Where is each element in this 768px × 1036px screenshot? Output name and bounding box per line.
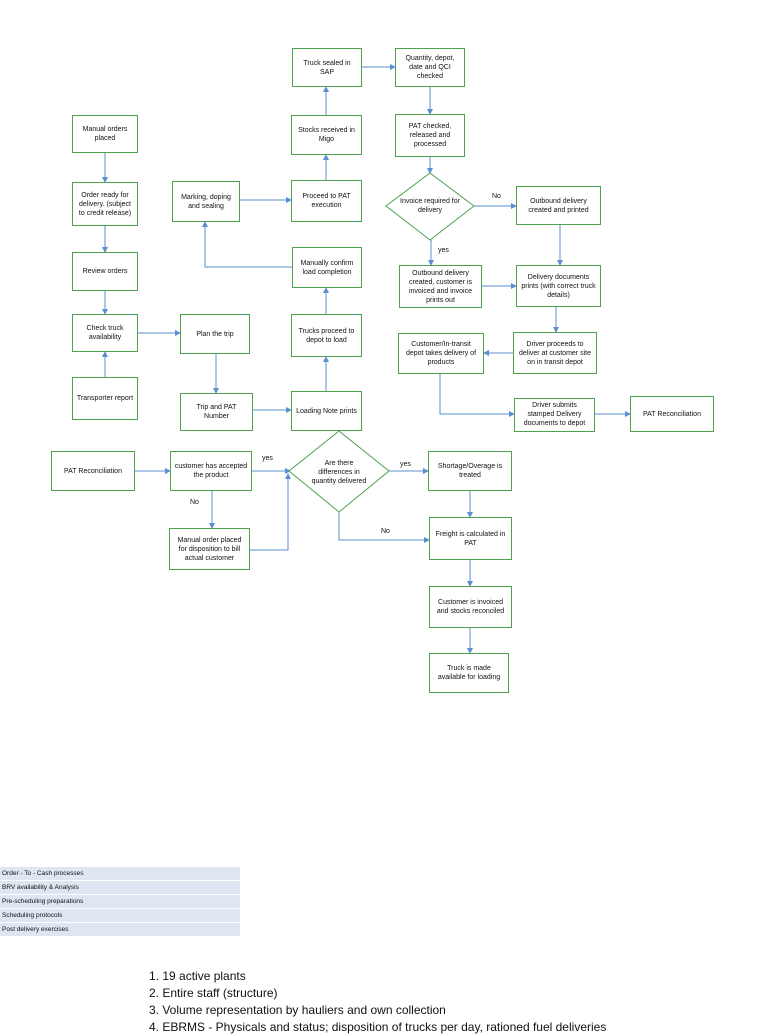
box-trucks-proceed: Trucks proceed to depot to load bbox=[291, 314, 362, 357]
box-driver-proceeds: Driver proceeds to deliver at customer s… bbox=[513, 332, 597, 374]
legend-item: Scheduling protocols bbox=[0, 909, 240, 923]
process-flowchart: Manual orders placed Order ready for del… bbox=[51, 48, 714, 693]
box-proceed-to-pat: Proceed to PAT execution bbox=[291, 180, 362, 222]
box-loading-note-prints: Loading Note prints bbox=[291, 391, 362, 431]
label-no-invoice: No bbox=[492, 193, 501, 200]
label-yes-differences: yes bbox=[400, 461, 411, 468]
box-outbound-invoiced: Outbound delivery created, customer is i… bbox=[399, 265, 482, 308]
box-check-truck-availability: Check truck availability bbox=[72, 314, 138, 352]
box-outbound-created-printed: Outbound delivery created and printed bbox=[516, 186, 601, 225]
notes-list: 1. 19 active plants 2. Entire staff (str… bbox=[149, 968, 749, 1036]
note-item: 4. EBRMS - Physicals and status; disposi… bbox=[149, 1020, 607, 1034]
box-customer-invoiced-stocks: Customer is invoiced and stocks reconcil… bbox=[429, 586, 512, 628]
box-freight-calculated: Freight is calculated in PAT bbox=[429, 517, 512, 560]
box-truck-available: Truck is made available for loading bbox=[429, 653, 509, 693]
legend-item: BRV availability & Analysis bbox=[0, 881, 240, 895]
box-transporter-report: Transporter report bbox=[72, 377, 138, 420]
box-review-orders: Review orders bbox=[72, 252, 138, 291]
label-yes-invoice: yes bbox=[438, 247, 449, 254]
box-customer-takes-delivery: Customer/In-transit depot takes delivery… bbox=[398, 333, 484, 374]
box-order-ready: Order ready for delivery. (subject to cr… bbox=[72, 182, 138, 226]
decision-differences: Are there differences in quantity delive… bbox=[311, 459, 367, 485]
box-manual-order-disposition: Manual order placed for disposition to b… bbox=[169, 528, 250, 570]
connector bbox=[202, 221, 292, 268]
note-item: 1. 19 active plants bbox=[149, 969, 246, 983]
legend-item: Post delivery exercises bbox=[0, 923, 240, 937]
decision-invoice-required-shape bbox=[385, 172, 475, 241]
box-stocks-received: Stocks received in Migo bbox=[291, 115, 362, 155]
decision-invoice-required: Invoice required for delivery bbox=[400, 198, 460, 214]
box-shortage-overage: Shortage/Overage is treated bbox=[428, 451, 512, 491]
flowchart-connectors bbox=[102, 64, 631, 654]
connector bbox=[250, 473, 291, 551]
box-manually-confirm: Manually confirm load completion bbox=[292, 247, 362, 288]
decision-differences-shape bbox=[288, 430, 390, 513]
label-yes-accepted: yes bbox=[262, 455, 273, 462]
box-marking-doping-sealing: Marking, doping and sealing bbox=[172, 181, 240, 222]
box-trip-pat-number: Trip and PAT Number bbox=[180, 393, 253, 431]
label-no-differences: No bbox=[381, 528, 390, 535]
legend-list: Order - To - Cash processes BRV availabi… bbox=[0, 867, 240, 937]
box-manual-orders-placed: Manual orders placed bbox=[72, 115, 138, 153]
box-pat-checked: PAT checked, released and processed bbox=[395, 114, 465, 157]
connector bbox=[338, 512, 430, 543]
note-item: 3. Volume representation by hauliers and… bbox=[149, 1003, 446, 1017]
box-pat-reconciliation-left: PAT Reconciliation bbox=[51, 451, 135, 491]
box-truck-sealed: Truck sealed in SAP bbox=[292, 48, 362, 87]
box-customer-accepted: customer has accepted the product bbox=[170, 451, 252, 491]
label-no-accepted: No bbox=[190, 499, 199, 506]
box-plan-the-trip: Plan the trip bbox=[180, 314, 250, 354]
box-quantity-checked: Quantity, depot, date and QCI checked bbox=[395, 48, 465, 87]
legend-item: Order - To - Cash processes bbox=[0, 867, 240, 881]
legend-item: Pre-scheduling preparations bbox=[0, 895, 240, 909]
box-pat-reconciliation-top: PAT Reconciliation bbox=[630, 396, 714, 432]
connector bbox=[439, 374, 515, 417]
box-delivery-documents-prints: Delivery documents prints (with correct … bbox=[516, 265, 601, 307]
box-driver-submits: Driver submits stamped Delivery document… bbox=[514, 398, 595, 432]
note-item: 2. Entire staff (structure) bbox=[149, 986, 278, 1000]
